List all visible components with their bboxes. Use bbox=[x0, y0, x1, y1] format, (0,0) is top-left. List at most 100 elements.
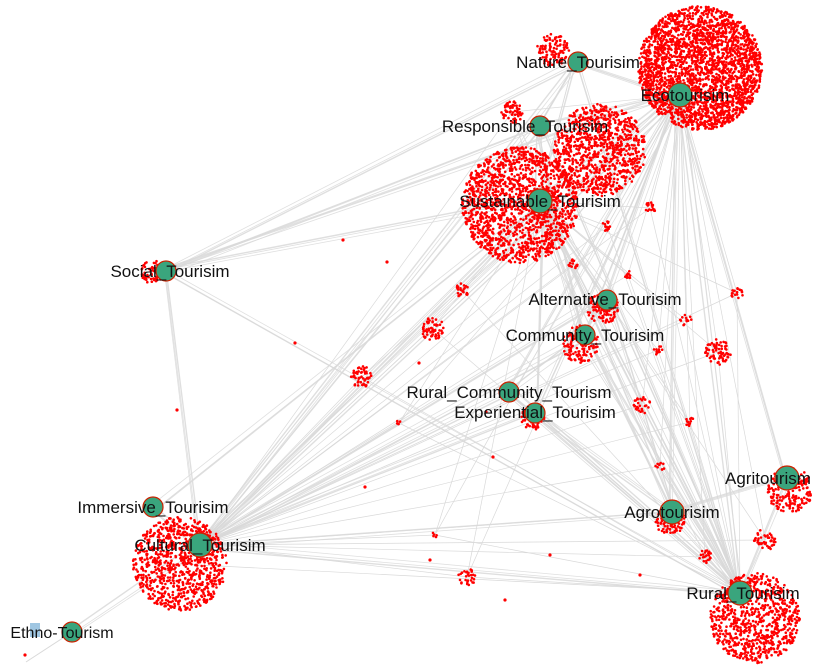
document-node bbox=[720, 69, 724, 73]
document-node bbox=[578, 183, 582, 187]
document-node bbox=[608, 164, 611, 168]
document-node bbox=[657, 37, 660, 40]
document-node bbox=[751, 34, 754, 37]
document-node bbox=[652, 40, 655, 43]
document-node bbox=[736, 83, 740, 86]
document-node bbox=[519, 171, 523, 175]
document-node bbox=[663, 77, 667, 80]
document-node bbox=[608, 146, 612, 150]
document-node bbox=[643, 43, 646, 46]
document-node bbox=[640, 47, 643, 50]
document-node bbox=[649, 75, 653, 78]
document-node bbox=[654, 64, 658, 68]
document-node bbox=[738, 111, 742, 114]
document-node bbox=[661, 21, 664, 24]
document-node bbox=[745, 63, 749, 67]
document-node bbox=[749, 46, 753, 50]
document-node bbox=[548, 242, 552, 246]
document-node bbox=[690, 5, 694, 9]
edge-rural-c10 bbox=[685, 319, 741, 594]
document-node bbox=[511, 168, 514, 171]
document-node bbox=[509, 220, 513, 223]
document-node bbox=[712, 113, 716, 117]
document-node bbox=[726, 22, 730, 26]
document-node bbox=[593, 106, 596, 109]
document-node bbox=[518, 167, 522, 170]
document-node bbox=[502, 152, 505, 155]
document-node bbox=[517, 153, 520, 156]
document-node bbox=[676, 77, 679, 81]
document-node bbox=[482, 173, 486, 176]
document-node bbox=[710, 20, 714, 23]
document-node bbox=[569, 223, 572, 227]
edge-cultural-social bbox=[165, 273, 202, 550]
document-node bbox=[672, 40, 675, 43]
document-node bbox=[753, 90, 757, 93]
document-node bbox=[624, 177, 627, 180]
document-node bbox=[690, 115, 693, 118]
document-node bbox=[745, 70, 748, 73]
document-node bbox=[531, 224, 535, 227]
document-node bbox=[505, 239, 509, 243]
document-node bbox=[668, 37, 672, 41]
document-node bbox=[489, 248, 492, 251]
document-node bbox=[504, 184, 508, 188]
document-node bbox=[683, 14, 686, 18]
document-node bbox=[658, 19, 662, 22]
document-node bbox=[594, 163, 597, 167]
document-node bbox=[733, 94, 736, 98]
document-node bbox=[569, 181, 573, 184]
edge-eco-c18 bbox=[627, 94, 681, 276]
document-node bbox=[572, 153, 576, 157]
edge-sustainable-c8 bbox=[539, 200, 738, 294]
document-node bbox=[691, 123, 694, 126]
document-node bbox=[721, 62, 725, 66]
document-node bbox=[729, 80, 732, 83]
document-node bbox=[480, 171, 483, 174]
document-node bbox=[704, 114, 708, 117]
document-node bbox=[534, 254, 538, 258]
document-node bbox=[613, 172, 616, 176]
document-node bbox=[638, 81, 641, 84]
document-node bbox=[682, 38, 686, 41]
document-node bbox=[642, 65, 646, 68]
document-node bbox=[649, 58, 653, 61]
document-node bbox=[669, 29, 673, 32]
document-node bbox=[677, 40, 680, 43]
document-node bbox=[690, 56, 694, 60]
edge-agrotourism-rural bbox=[673, 507, 742, 591]
document-node bbox=[598, 160, 602, 163]
document-node bbox=[544, 153, 547, 157]
document-node bbox=[755, 88, 759, 91]
document-node bbox=[521, 231, 524, 235]
document-node bbox=[746, 90, 750, 93]
document-node bbox=[708, 59, 711, 63]
document-node bbox=[721, 32, 725, 35]
document-node bbox=[479, 245, 482, 249]
edge-rural-c6 bbox=[606, 225, 741, 594]
document-node bbox=[511, 256, 514, 260]
document-node bbox=[680, 119, 684, 123]
document-node bbox=[721, 20, 724, 24]
document-node bbox=[654, 75, 657, 79]
document-node bbox=[654, 51, 658, 54]
document-node bbox=[582, 108, 585, 111]
document-node bbox=[507, 232, 511, 235]
document-node bbox=[468, 183, 472, 187]
document-node bbox=[691, 11, 695, 15]
document-node bbox=[753, 63, 757, 67]
edge-cultural-c17 bbox=[199, 249, 549, 546]
edge-sustainable-social bbox=[166, 201, 542, 272]
document-node bbox=[545, 165, 549, 168]
edge-rural-c19 bbox=[659, 465, 741, 594]
document-node bbox=[688, 16, 692, 20]
edge-sustainable-c19 bbox=[539, 200, 661, 467]
document-node bbox=[521, 184, 525, 188]
document-node bbox=[742, 44, 746, 48]
document-node bbox=[657, 110, 660, 113]
document-node bbox=[600, 181, 603, 184]
document-node bbox=[729, 100, 732, 104]
document-node bbox=[509, 223, 512, 227]
document-node bbox=[599, 141, 603, 145]
document-node bbox=[524, 255, 528, 258]
